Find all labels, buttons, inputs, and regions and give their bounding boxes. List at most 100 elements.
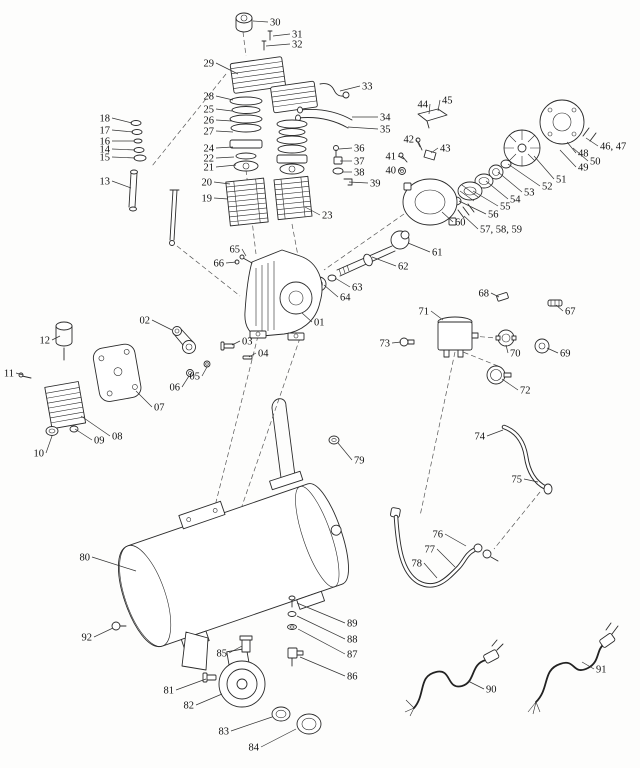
- part-label-61: 61: [432, 248, 443, 259]
- leader-line-87: [297, 628, 346, 655]
- leader-line-90: [467, 680, 485, 690]
- part-label-77: 77: [425, 545, 436, 556]
- part-label-09: 09: [94, 436, 105, 447]
- leader-line-10: [45, 435, 53, 454]
- leader-line-25: [215, 108, 233, 112]
- part-label-69: 69: [560, 349, 571, 360]
- part-label-50: 50: [590, 157, 601, 168]
- leader-line-73: [391, 341, 402, 344]
- leader-line-46-47: [585, 137, 599, 147]
- part-label-25: 25: [204, 105, 215, 116]
- part-label-37: 37: [354, 157, 365, 168]
- leader-line-21: [215, 164, 237, 168]
- leader-line-13: [111, 180, 132, 189]
- leader-line-35: [347, 126, 379, 130]
- part-label-04: 04: [258, 349, 269, 360]
- part-label-34: 34: [380, 113, 391, 124]
- leader-line-41: [397, 155, 405, 160]
- pressure-switch: [399, 292, 563, 385]
- part-label-82: 82: [184, 701, 195, 712]
- part-label-87: 87: [347, 650, 358, 661]
- part-label-92: 92: [82, 633, 93, 644]
- leader-line-79: [337, 442, 353, 461]
- part-label-14: 14: [100, 145, 111, 156]
- part-label-85: 85: [217, 649, 228, 660]
- cylinder-head-2: [270, 80, 318, 114]
- leader-line-62: [371, 256, 397, 267]
- part-label-22: 22: [204, 154, 215, 165]
- part-label-76: 76: [433, 530, 444, 541]
- handle: [501, 424, 553, 495]
- leader-line-24: [215, 146, 234, 149]
- outlet-elbow: [319, 83, 350, 99]
- leader-line-36: [338, 147, 353, 150]
- leader-line-54: [485, 180, 509, 200]
- part-label-84: 84: [249, 743, 260, 754]
- cylinder-head-1: [229, 56, 286, 94]
- part-label-53: 53: [524, 188, 535, 199]
- part-label-52: 52: [542, 182, 553, 193]
- part-label-51: 51: [556, 175, 567, 186]
- leader-line-83: [230, 716, 273, 732]
- leader-line-11: [15, 372, 24, 376]
- part-label-79: 79: [354, 456, 365, 467]
- leader-line-91: [581, 661, 595, 670]
- leader-line-77: [436, 548, 456, 568]
- part-label-24: 24: [204, 144, 215, 155]
- part-label-73: 73: [380, 339, 391, 350]
- leader-line-42: [415, 138, 421, 148]
- gasket-stack-a: [229, 96, 263, 172]
- leader-line-89: [296, 602, 346, 624]
- leader-line-02: [151, 319, 173, 331]
- part-label-83: 83: [219, 727, 230, 738]
- part-label-02: 02: [140, 316, 151, 327]
- part-label-57-58-59: 57, 58, 59: [480, 225, 522, 236]
- breather-cap: [235, 12, 253, 33]
- part-label-80: 80: [80, 553, 91, 564]
- leader-line-61: [407, 242, 431, 253]
- leader-line-14: [111, 148, 136, 151]
- part-label-32: 32: [292, 40, 303, 51]
- leader-line-56: [458, 200, 487, 215]
- leader-line-69: [546, 347, 559, 354]
- part-label-35: 35: [380, 125, 391, 136]
- part-label-17: 17: [100, 126, 111, 137]
- leader-line-67: [555, 304, 564, 312]
- leader-line-57-58-59: [463, 215, 479, 230]
- leader-line-65: [241, 248, 247, 257]
- part-label-43: 43: [440, 144, 451, 155]
- part-label-88: 88: [347, 635, 358, 646]
- mounting-bracket: [398, 108, 448, 175]
- part-label-42: 42: [404, 135, 415, 146]
- part-label-78: 78: [412, 559, 423, 570]
- leader-line-04: [248, 352, 257, 358]
- part-label-54: 54: [510, 195, 521, 206]
- part-label-72: 72: [520, 386, 531, 397]
- part-label-60: 60: [455, 218, 466, 229]
- part-label-27: 27: [204, 127, 215, 138]
- part-label-49: 49: [578, 163, 589, 174]
- leader-line-31: [272, 33, 291, 37]
- leader-line-64: [323, 284, 339, 298]
- part-label-48: 48: [578, 149, 589, 160]
- part-label-45: 45: [442, 96, 453, 107]
- leader-line-26: [215, 119, 233, 122]
- leader-line-78: [423, 562, 438, 579]
- part-label-28: 28: [204, 92, 215, 103]
- tank: [111, 398, 349, 671]
- part-label-75: 75: [512, 475, 523, 486]
- leader-line-48: [566, 141, 577, 154]
- part-labels: 3031322933343528252627242221201918171614…: [4, 18, 626, 754]
- part-label-03: 03: [242, 337, 253, 348]
- part-label-08: 08: [112, 432, 123, 443]
- leader-line-01: [301, 312, 313, 323]
- leader-line-53: [497, 171, 523, 193]
- leader-line-63: [334, 277, 351, 288]
- leader-line-06: [181, 375, 190, 388]
- power-cord-2: [527, 622, 619, 715]
- leader-line-82: [195, 693, 223, 706]
- part-label-86: 86: [347, 672, 358, 683]
- leader-line-85: [228, 645, 243, 654]
- part-label-46-47: 46, 47: [600, 142, 626, 153]
- leader-line-50: [572, 147, 589, 162]
